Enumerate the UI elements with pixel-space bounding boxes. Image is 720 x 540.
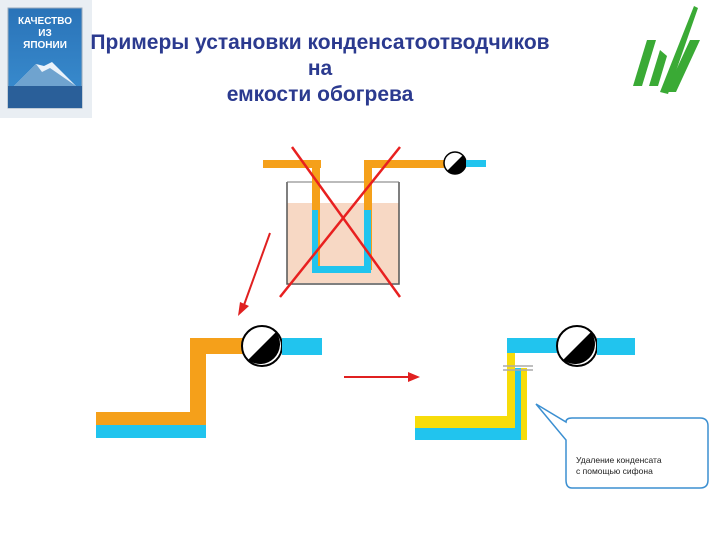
trap-outlet-pipe — [282, 338, 322, 355]
siphon-outer-tube — [507, 338, 515, 428]
steam-trap-icon — [556, 325, 598, 367]
title-line-2: емкости обогрева — [226, 83, 414, 106]
page-title: Примеры установки конденсатоотводчиков н… — [80, 30, 560, 108]
condensate-orange-pipe — [96, 412, 206, 425]
incorrect-tank-installation — [263, 146, 486, 298]
arrow-down-left-icon — [238, 232, 271, 316]
arrow-right-icon — [344, 372, 420, 382]
steam-trap-icon — [443, 151, 467, 175]
trap-inlet-pipe — [190, 338, 246, 354]
mount-fuji-icon: КАЧЕСТВО ИЗ ЯПОНИИ — [0, 0, 92, 118]
siphon-inner-tube — [515, 368, 521, 440]
quality-japan-logo: КАЧЕСТВО ИЗ ЯПОНИИ — [0, 0, 92, 118]
callout-text: Удаление конденсата с помощью сифона — [576, 455, 704, 477]
tank-wall — [286, 182, 400, 285]
condensate-u-right — [364, 210, 371, 273]
callout-line-2: с помощью сифона — [576, 466, 653, 476]
siphon-header-pipe — [415, 416, 527, 428]
steam-inlet-pipe — [263, 160, 321, 168]
callout-bubble — [535, 403, 709, 489]
callout-line-1: Удаление конденсата — [576, 455, 662, 465]
logo-line-2: ИЗ — [38, 28, 51, 39]
title-line-1: Примеры установки конденсатоотводчиков н… — [90, 31, 550, 80]
condensate-header-pipe — [415, 428, 527, 440]
siphon-installation-right — [415, 325, 635, 440]
cross-mark-line-2 — [279, 146, 401, 298]
correct-installation-left — [96, 325, 322, 438]
steam-trap-icon — [241, 325, 283, 367]
trap-outlet-pipe — [597, 338, 635, 355]
logo-line-3: ЯПОНИИ — [23, 40, 67, 51]
cross-mark-line-1 — [290, 146, 402, 298]
return-pipe — [364, 160, 444, 168]
siphon-right-wall — [521, 368, 527, 440]
logo-line-1: КАЧЕСТВО — [18, 16, 72, 27]
condensate-u-left — [312, 210, 318, 273]
condensate-u-bottom — [312, 266, 370, 273]
condensate-header-pipe — [96, 425, 206, 438]
trap-outlet-pipe — [466, 160, 486, 167]
trap-inlet-pipe — [507, 338, 557, 353]
riser-pipe — [190, 338, 206, 425]
green-m-logo-icon — [633, 6, 700, 94]
